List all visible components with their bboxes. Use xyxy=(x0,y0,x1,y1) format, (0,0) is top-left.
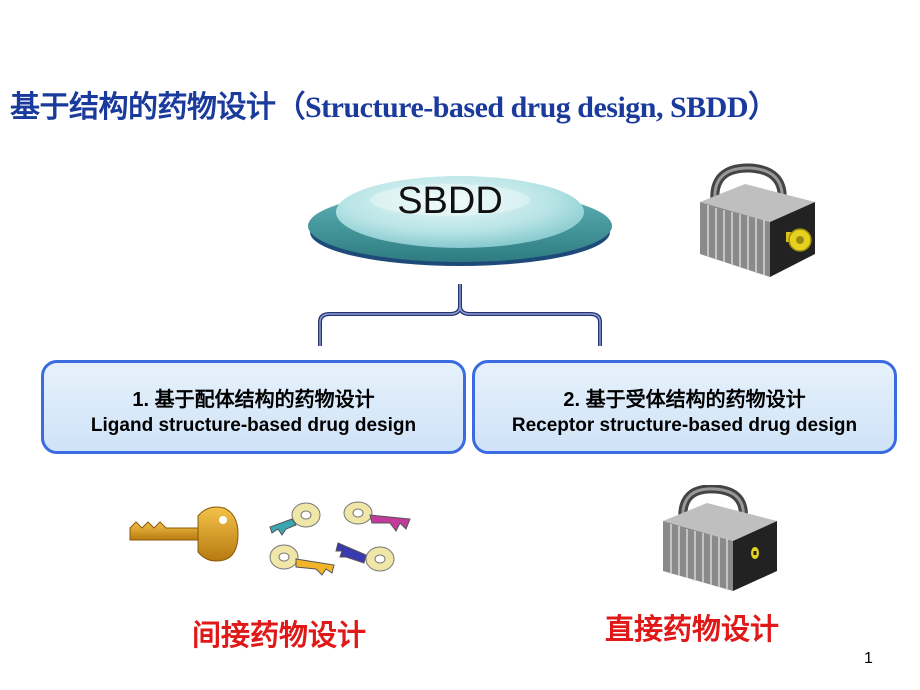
sbdd-label: SBDD xyxy=(397,180,503,222)
receptor-based-en: Receptor structure-based drug design xyxy=(511,415,858,436)
padlock-icon xyxy=(663,485,777,591)
ligand-based-box: 1. 基于配体结构的药物设计 Ligand structure-based dr… xyxy=(41,360,466,454)
receptor-based-box: 2. 基于受体结构的药物设计 Receptor structure-based … xyxy=(472,360,897,454)
golden-key-icon xyxy=(129,506,239,562)
assorted-keys-icon xyxy=(269,501,411,576)
padlock-with-key-icon xyxy=(700,163,815,277)
bracket-connector xyxy=(318,284,602,346)
receptor-based-cn: 2. 基于受体结构的药物设计 xyxy=(563,389,806,411)
ligand-based-cn: 1. 基于配体结构的药物设计 xyxy=(132,389,375,411)
sbdd-node xyxy=(308,176,612,266)
slide-title: 基于结构的药物设计（Structure-based drug design, S… xyxy=(10,91,778,124)
page-number: 1 xyxy=(864,650,873,667)
direct-design-label: 直接药物设计 xyxy=(605,612,780,646)
indirect-design-label: 间接药物设计 xyxy=(192,618,367,652)
ligand-based-en: Ligand structure-based drug design xyxy=(90,415,417,436)
